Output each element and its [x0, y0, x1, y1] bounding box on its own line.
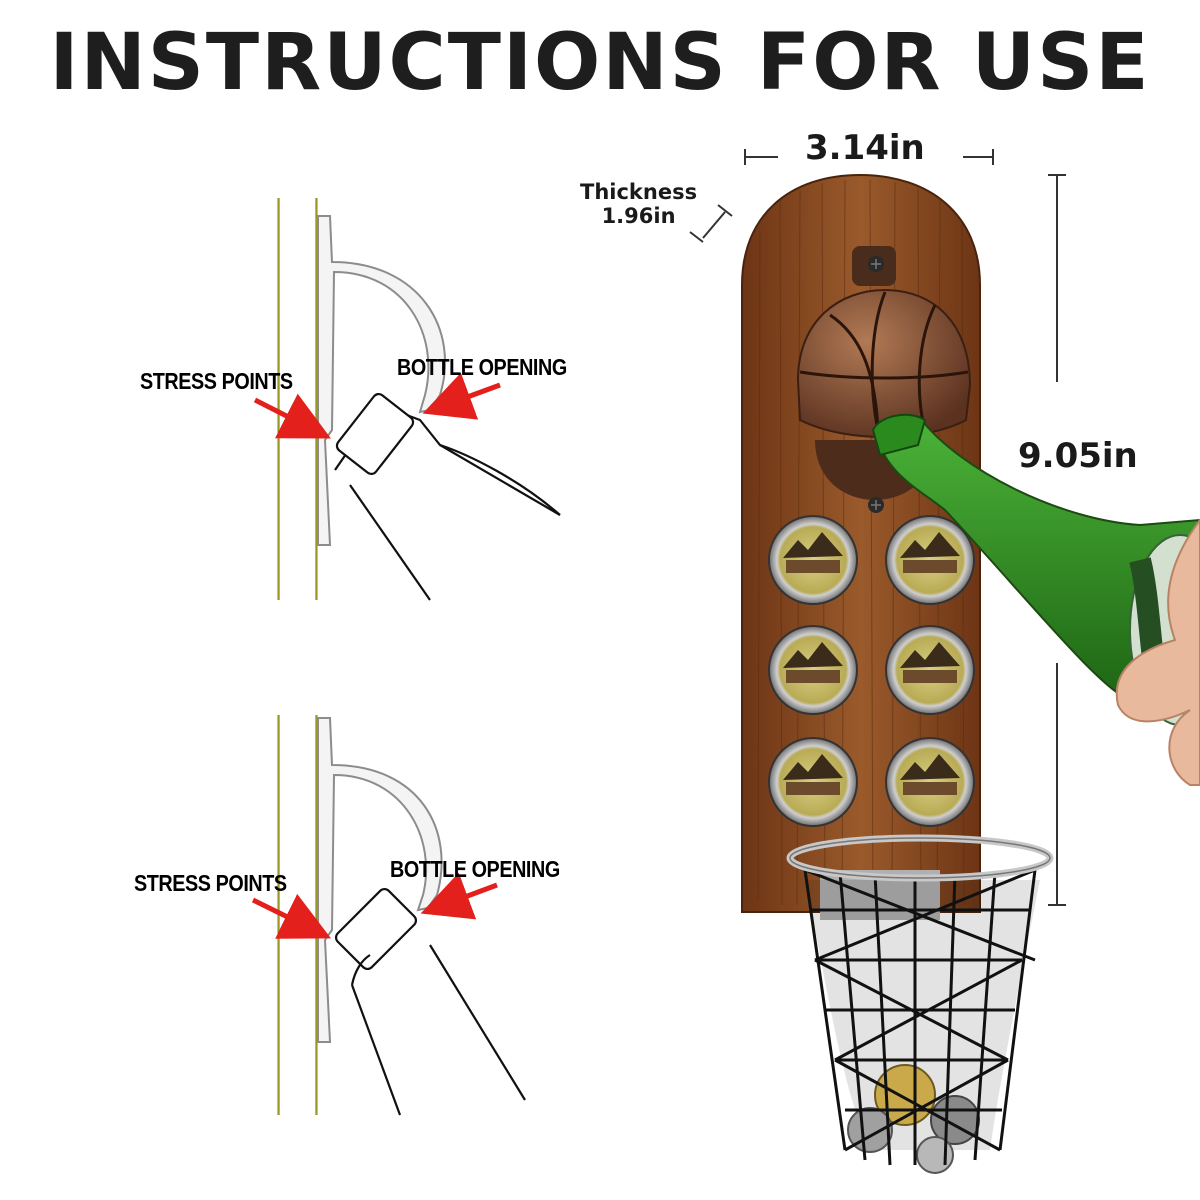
bottle-cap-2	[885, 515, 975, 605]
thickness-label: Thickness 1.96in	[580, 180, 697, 228]
page-title: INSTRUCTIONS FOR USE	[49, 18, 1151, 108]
stress-points-label-2: STRESS POINTS	[134, 870, 287, 896]
opening-diagram-2	[277, 715, 526, 1116]
bottle-cap-6	[885, 737, 975, 827]
basketball-opener	[796, 288, 972, 441]
width-label: 3.14in	[805, 128, 925, 168]
stress-arrow-1	[253, 393, 331, 439]
thickness-dimension-line	[689, 204, 733, 243]
height-dimension-line	[1048, 174, 1066, 906]
bottle-cap-5	[768, 737, 858, 827]
hoop-net	[786, 834, 1054, 1174]
opening-diagram-1	[277, 198, 561, 601]
bottle-opening-label-2: BOTTLE OPENING	[390, 856, 560, 882]
thickness-title: Thickness	[580, 180, 698, 204]
bottle-cap-3	[768, 625, 858, 715]
opening-arrow-2	[420, 872, 498, 920]
width-dimension-line	[744, 149, 994, 165]
hand	[1115, 518, 1200, 786]
bottle-cap-1	[768, 515, 858, 605]
opening-arrow-1	[422, 372, 501, 420]
stress-arrow-2	[251, 893, 331, 939]
bottle-cap-4	[885, 625, 975, 715]
thickness-value: 1.96in	[601, 204, 676, 228]
bottle-opening-label-1: BOTTLE OPENING	[397, 354, 567, 380]
height-label: 9.05in	[1018, 436, 1138, 476]
stress-points-label-1: STRESS POINTS	[140, 368, 293, 394]
